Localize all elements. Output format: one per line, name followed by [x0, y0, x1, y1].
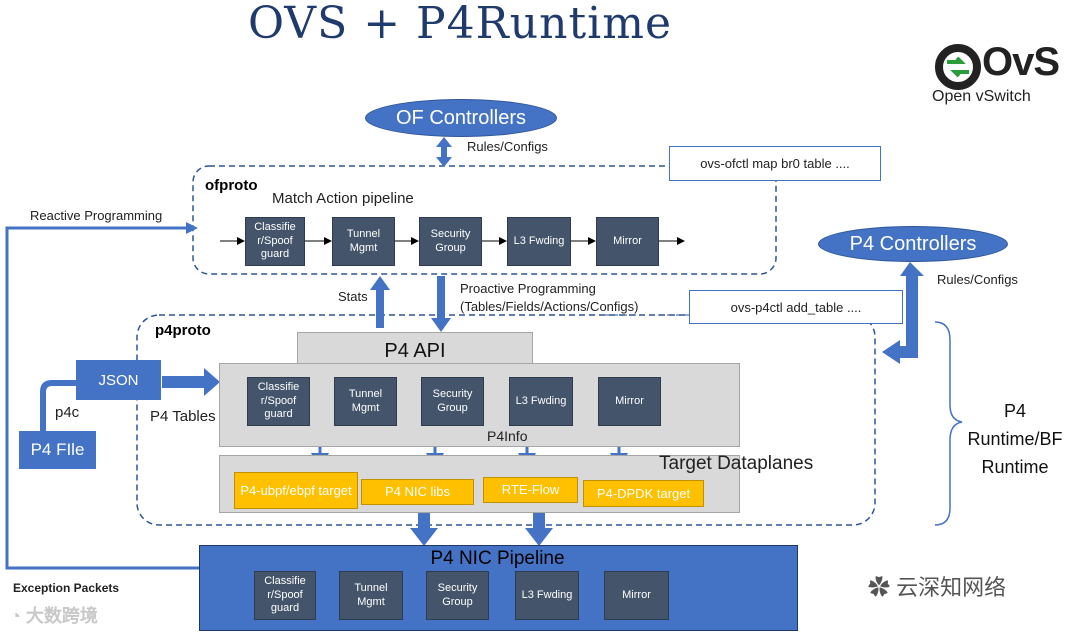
ovs-p4ctl-command: ovs-p4ctl add_table .... [689, 290, 903, 324]
ofproto-frame [192, 165, 777, 275]
p4-stage-tunnel: Tunnel Mgmt [334, 377, 397, 426]
p4-runtime-side-label: P4 Runtime/BF Runtime [955, 397, 1075, 481]
ofproto-title: ofproto [205, 177, 258, 194]
nic-stage-classifier: Classifie r/Spoof guard [254, 571, 316, 620]
target-rte-flow: RTE-Flow [483, 477, 578, 503]
p4info-label: P4Info [487, 428, 528, 444]
ovs-ofctl-text: ovs-ofctl map br0 table .... [700, 156, 850, 171]
p4-tables-label: P4 Tables [150, 408, 216, 425]
p4c-label: p4c [55, 404, 80, 421]
nic-stage-security: Security Group [426, 571, 489, 620]
exception-packets-label: Exception Packets [13, 581, 120, 595]
p4-runtime-line-1: P4 [1003, 401, 1027, 421]
target-ubpf: P4-ubpf/ebpf target [234, 472, 358, 509]
ofproto-subtitle: Match Action pipeline [272, 190, 414, 207]
json-box: JSON [76, 360, 161, 400]
target-dataplanes-label: Target Dataplanes [659, 453, 814, 474]
proactive-programming-label: Proactive Programming [460, 281, 596, 296]
p4-api-label: P4 API [384, 339, 446, 362]
p4proto-frame [136, 314, 876, 526]
ovs-p4ctl-text: ovs-p4ctl add_table .... [730, 299, 862, 315]
p4-file-box: P4 FIle [19, 431, 96, 469]
watermark-right-text: 云深知网络 [896, 575, 1007, 600]
nic-stage-tunnel: Tunnel Mgmt [339, 571, 403, 620]
wechat-icon: ✿ [868, 575, 897, 600]
p4-controllers[interactable]: P4 Controllers [818, 226, 1008, 262]
reactive-programming-label: Reactive Programming [30, 208, 163, 223]
p4-stage-mirror: Mirror [598, 377, 661, 426]
p4proto-title: p4proto [155, 322, 211, 339]
of-controllers[interactable]: OF Controllers [365, 99, 557, 137]
p4-runtime-line-3: Runtime [981, 457, 1049, 477]
nic-stage-l3: L3 Fwding [515, 571, 579, 620]
logo-text: Open vSwitch [932, 88, 1031, 105]
ovs-ofctl-command: ovs-ofctl map br0 table .... [669, 146, 881, 181]
page-title: OVS + P4Runtime [248, 0, 672, 49]
ofproto-stage-classifier: Classifie r/Spoof guard [245, 217, 305, 266]
p4-stage-classifier: Classifie r/Spoof guard [247, 377, 310, 426]
ofproto-stage-tunnel: Tunnel Mgmt [332, 217, 395, 266]
watermark-left-icon: ◔ [10, 606, 26, 626]
target-nic-libs: P4 NIC libs [361, 479, 474, 505]
ovs-logo: OvS Open vSwitch [928, 40, 1068, 110]
rules-configs-right: Rules/Configs [937, 272, 1018, 287]
p4-controllers-label: P4 Controllers [849, 233, 977, 255]
ofproto-stage-l3: L3 Fwding [507, 217, 571, 266]
p4-runtime-line-2: Runtime/BF [967, 429, 1063, 449]
of-controllers-label: OF Controllers [395, 107, 527, 129]
target-dpdk: P4-DPDK target [583, 480, 704, 507]
p4-nic-pipeline-title: P4 NIC Pipeline [430, 548, 565, 569]
stats-label: Stats [338, 289, 368, 304]
p4-file-label: P4 FIle [30, 440, 85, 459]
logo-mark: OvS [982, 40, 1060, 84]
ovs-logo-icon [935, 44, 981, 90]
proactive-detail-label: (Tables/Fields/Actions/Configs) [460, 299, 639, 314]
ofproto-stage-security: Security Group [419, 217, 482, 266]
watermark-left-text: 大数跨境 [25, 606, 98, 626]
p4-stage-security: Security Group [421, 377, 484, 426]
json-label: JSON [98, 371, 139, 389]
watermark-left: ◔ 大数跨境 [10, 602, 98, 628]
ofproto-stage-mirror: Mirror [596, 217, 659, 266]
nic-stage-mirror: Mirror [604, 571, 669, 620]
rules-configs-top: Rules/Configs [467, 139, 548, 154]
p4-stage-l3: L3 Fwding [509, 377, 573, 426]
watermark-right: ✿ 云深知网络 [868, 570, 1006, 602]
